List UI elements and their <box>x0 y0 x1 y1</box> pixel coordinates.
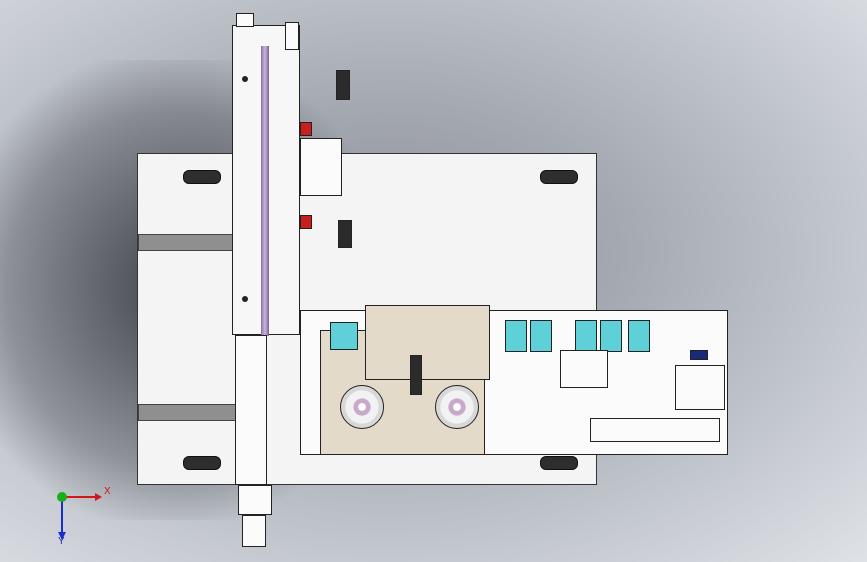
terminal-block <box>600 320 622 352</box>
bottom-connector <box>242 515 266 547</box>
top-plate <box>365 305 490 380</box>
sensor-bottom <box>338 220 352 248</box>
terminal-block <box>330 322 358 350</box>
mount-slot <box>183 170 221 184</box>
vertical-column[interactable] <box>232 25 300 336</box>
column-extension <box>235 335 267 485</box>
bolt-hole <box>242 76 248 82</box>
y-axis-label: Y <box>58 536 65 547</box>
red-fitting <box>300 122 312 136</box>
x-axis-label: X <box>104 486 111 497</box>
cylinder-mount <box>560 350 608 388</box>
side-rail <box>138 404 238 421</box>
terminal-block <box>530 320 552 352</box>
blue-fitting <box>690 350 708 360</box>
side-rail <box>138 234 238 251</box>
mount-slot <box>540 456 578 470</box>
bottom-fitting <box>238 485 272 515</box>
column-cap <box>236 13 254 27</box>
actuator-block[interactable] <box>300 138 342 196</box>
blade-arm <box>410 355 422 395</box>
orientation-triad: X Y <box>40 480 120 550</box>
sensor-top <box>336 70 350 100</box>
guide-rail <box>261 46 269 336</box>
feed-roller-right[interactable] <box>435 385 479 429</box>
red-fitting <box>300 215 312 229</box>
terminal-block <box>575 320 597 352</box>
end-block <box>675 365 725 410</box>
mount-slot <box>183 456 221 470</box>
pneumatic-cylinder[interactable] <box>590 418 720 442</box>
feed-roller-left[interactable] <box>340 385 384 429</box>
terminal-block <box>505 320 527 352</box>
fitting-top <box>285 22 299 50</box>
bolt-hole <box>242 296 248 302</box>
terminal-block <box>628 320 650 352</box>
mount-slot <box>540 170 578 184</box>
